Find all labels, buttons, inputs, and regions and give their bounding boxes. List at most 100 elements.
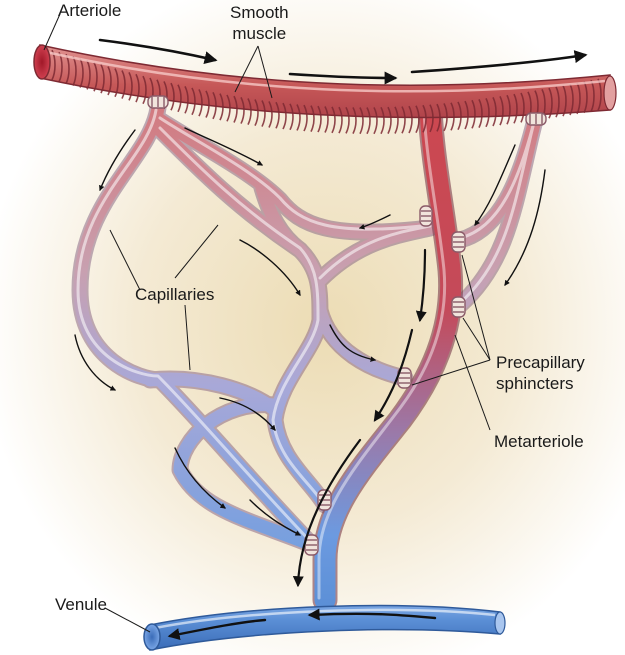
- muscle-ring: [86, 60, 91, 90]
- leader-line: [104, 607, 151, 633]
- flow-arrow: [74, 334, 117, 391]
- flow-arrow: [98, 38, 218, 65]
- muscle-ring: [198, 89, 203, 117]
- precapillary-line1: Precapillary: [496, 353, 585, 372]
- arteriole-label: Arteriole: [58, 1, 122, 20]
- flow-arrow: [249, 499, 302, 536]
- muscle-ring: [170, 82, 175, 111]
- leader-line: [184, 304, 191, 371]
- sphincter: [525, 112, 547, 126]
- muscle-ring: [268, 101, 273, 128]
- muscle-ring: [499, 95, 504, 126]
- muscle-ring: [310, 105, 315, 132]
- smooth-muscle-line1: Smooth: [230, 3, 289, 22]
- muscle-ring: [142, 75, 147, 105]
- muscle-ring: [422, 104, 427, 133]
- capillary-network: [71, 99, 544, 554]
- venule-label: Venule: [55, 595, 107, 614]
- muscle-ring: [303, 104, 308, 132]
- precapillary-sphincters-label: Precapillary sphincters: [496, 352, 585, 394]
- muscle-ring: [513, 93, 518, 124]
- muscle-ring: [394, 106, 399, 134]
- metarteriole-vessel: [312, 95, 464, 613]
- flow-arrow: [504, 169, 546, 286]
- muscle-ring: [485, 98, 490, 128]
- smooth-muscle-label: Smooth muscle: [230, 2, 289, 44]
- sphincter: [419, 205, 433, 227]
- sphincter: [397, 367, 412, 389]
- leader-line: [462, 317, 491, 361]
- muscle-ring: [506, 94, 511, 125]
- muscle-ring: [569, 83, 574, 116]
- flow-arrow: [373, 328, 414, 422]
- leader-line: [461, 254, 491, 361]
- muscle-ring: [296, 104, 301, 131]
- precapillary-sphincters: [147, 95, 547, 556]
- leader-line: [109, 229, 141, 291]
- muscle-ring: [114, 68, 119, 98]
- muscle-ring: [450, 102, 455, 131]
- muscle-ring: [128, 72, 133, 101]
- muscle-ring: [121, 70, 126, 99]
- smooth-muscle-line2: muscle: [232, 24, 287, 43]
- muscle-ring: [562, 85, 567, 117]
- capillaries-label: Capillaries: [135, 285, 215, 304]
- flow-arrow: [329, 324, 377, 362]
- muscle-ring: [492, 97, 497, 127]
- muscle-ring: [240, 96, 245, 124]
- flow-arrow: [239, 239, 301, 296]
- muscle-ring: [282, 102, 287, 130]
- muscle-ring: [107, 66, 112, 96]
- muscle-ring: [429, 104, 434, 133]
- flow-arrow: [99, 129, 136, 192]
- muscle-ring: [415, 105, 420, 134]
- muscle-ring: [464, 100, 469, 130]
- muscle-ring: [345, 106, 350, 134]
- flow-arrow: [219, 397, 276, 431]
- muscle-ring: [93, 62, 98, 92]
- muscle-ring: [233, 95, 238, 123]
- muscle-ring: [457, 101, 462, 131]
- sphincter: [451, 296, 466, 318]
- muscle-ring: [443, 103, 448, 132]
- flow-arrow: [184, 127, 263, 166]
- muscle-ring: [184, 86, 189, 114]
- muscle-ring: [331, 106, 336, 134]
- muscle-ring: [177, 84, 182, 113]
- muscle-ring: [205, 90, 210, 118]
- precapillary-line2: sphincters: [496, 374, 574, 393]
- leader-line: [174, 224, 219, 279]
- leader-line: [411, 359, 491, 386]
- flow-arrow: [292, 438, 362, 588]
- muscle-ring: [275, 101, 280, 129]
- muscle-ring: [324, 106, 329, 133]
- muscle-ring: [289, 103, 294, 131]
- sphincter: [304, 534, 319, 556]
- muscle-ring: [135, 73, 140, 103]
- muscle-ring: [338, 106, 343, 134]
- leader-line: [234, 45, 259, 93]
- muscle-ring: [520, 92, 525, 123]
- muscle-ring: [100, 64, 105, 94]
- flow-arrow: [167, 618, 267, 641]
- muscle-ring: [387, 106, 392, 135]
- muscle-ring: [191, 87, 196, 116]
- leader-line: [257, 45, 273, 99]
- muscle-ring: [254, 99, 259, 126]
- flow-arrows: [74, 38, 588, 641]
- muscle-ring: [576, 82, 581, 115]
- muscle-ring: [79, 58, 84, 88]
- flow-arrow: [174, 447, 226, 509]
- muscle-ring: [380, 106, 385, 135]
- muscle-ring: [317, 105, 322, 133]
- leader-line: [454, 334, 491, 431]
- flow-arrow: [474, 144, 516, 226]
- muscle-ring: [247, 98, 252, 125]
- flow-arrow: [288, 71, 398, 85]
- muscle-ring: [548, 87, 553, 119]
- sphincter: [451, 231, 466, 253]
- muscle-ring: [478, 98, 483, 128]
- muscle-ring: [261, 100, 266, 127]
- flow-arrow: [358, 214, 391, 230]
